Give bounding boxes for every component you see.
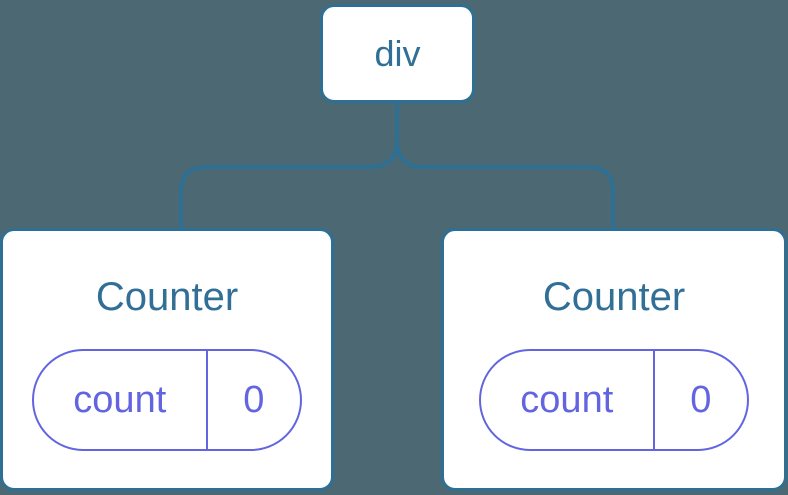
counter-node-title: Counter	[542, 275, 686, 319]
state-pill: count 0	[32, 349, 302, 451]
root-node-label: div	[374, 32, 421, 74]
connector-left-branch	[179, 103, 399, 229]
state-key-label: count	[520, 378, 614, 421]
connector-right-branch	[395, 103, 615, 229]
counter-node-right: Counter count 0	[441, 228, 787, 491]
state-value-label: 0	[205, 351, 300, 449]
state-pill: count 0	[479, 349, 749, 451]
state-key-label: count	[73, 378, 167, 421]
state-value-label: 0	[652, 351, 747, 449]
counter-node-left: Counter count 0	[0, 228, 334, 491]
counter-node-title: Counter	[95, 275, 239, 319]
root-node: div	[320, 4, 475, 103]
